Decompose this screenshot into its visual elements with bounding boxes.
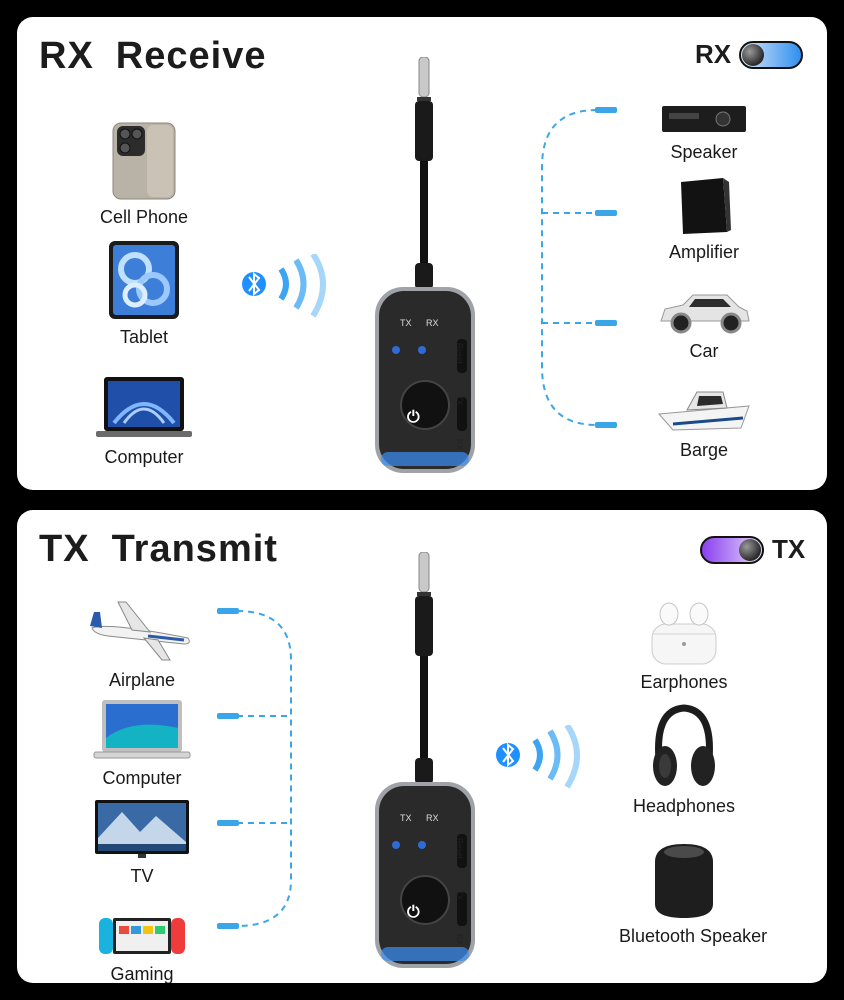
play-pause-button[interactable]: ⏻: [407, 409, 420, 426]
tx-toggle-label: TX: [772, 534, 806, 564]
bluetooth-adapter: [367, 57, 487, 477]
tablet-icon: [79, 237, 209, 321]
rx-cable-diagram: [541, 107, 617, 428]
bluetooth-signal: [495, 725, 595, 795]
tx-toggle-switch[interactable]: [700, 535, 764, 564]
source-label: TV: [130, 866, 154, 886]
tx-cable-diagram: [217, 608, 292, 929]
output-label: Barge: [679, 440, 729, 460]
airplane-icon: [77, 580, 207, 664]
play-pause-button[interactable]: ⏻: [407, 904, 420, 921]
laptop-icon: [79, 357, 209, 441]
rx-toggle-label: RX: [695, 39, 732, 69]
output-headphones: Headphones: [619, 704, 749, 817]
source-label: Cell Phone: [99, 207, 189, 227]
source-gaming: Gaming: [77, 874, 207, 983]
toggle-knob: [739, 538, 761, 561]
output-label: Headphones: [632, 796, 736, 816]
laptop-icon: [77, 678, 207, 762]
rx-title-code: RX: [39, 35, 94, 77]
source-label: Tablet: [119, 327, 169, 347]
output-label: Earphones: [640, 672, 728, 692]
game-console-icon: [77, 874, 207, 958]
amplifier-icon: [639, 152, 769, 236]
source-airplane: Airplane: [77, 580, 207, 691]
tx-transmit-panel: TX Transmit TX Airplane: [17, 510, 827, 983]
tv-icon: [77, 776, 207, 860]
receiver-icon: [639, 52, 769, 136]
output-label: Bluetooth Speaker: [619, 926, 768, 946]
source-tv: TV: [77, 776, 207, 887]
led-tx-label: TX: [400, 318, 412, 328]
tx-title-word: Transmit: [111, 528, 278, 570]
smart-speaker-icon: [619, 836, 749, 920]
source-computer: Computer: [77, 678, 207, 789]
tx-title-code: TX: [39, 528, 90, 570]
rx-toggle-switch[interactable]: [739, 40, 804, 69]
output-label: Speaker: [670, 142, 738, 162]
source-tablet: Tablet: [79, 237, 209, 348]
bluetooth-signal: [241, 254, 341, 324]
source-label: Computer: [104, 447, 184, 467]
rx-title: RX Receive: [39, 35, 266, 78]
side-tx-label: TX: [455, 890, 464, 901]
phone-icon: [79, 117, 209, 201]
output-bluetooth-speaker: Bluetooth Speaker: [619, 836, 768, 947]
led-rx-label: RX: [426, 318, 439, 328]
output-speaker: Speaker: [639, 52, 769, 163]
rx-receive-panel: RX Receive RX Cell Phone: [17, 17, 827, 490]
led-tx-label: TX: [400, 813, 412, 823]
side-rx-label: RX: [455, 934, 464, 946]
source-computer: Computer: [79, 357, 209, 468]
earbuds-icon: [619, 582, 749, 666]
output-barge: Barge: [639, 350, 769, 461]
car-icon: [639, 251, 769, 335]
output-car: Car: [639, 251, 769, 362]
toggle-knob: [742, 43, 765, 66]
rx-mode-toggle[interactable]: RX: [695, 39, 804, 70]
source-cell-phone: Cell Phone: [79, 117, 209, 228]
tx-mode-toggle[interactable]: TX: [700, 534, 805, 565]
output-label: Car: [689, 341, 719, 361]
bluetooth-adapter: [367, 552, 487, 972]
led-rx-label: RX: [426, 813, 439, 823]
output-label: Amplifier: [668, 242, 739, 262]
source-label: Airplane: [108, 670, 176, 690]
headphones-icon: [619, 704, 749, 790]
side-reset-label: Reset: [455, 838, 464, 859]
source-label: Gaming: [110, 964, 174, 983]
tx-title: TX Transmit: [39, 528, 278, 571]
rx-title-word: Receive: [115, 35, 267, 77]
output-earphones: Earphones: [619, 582, 749, 693]
source-label: Computer: [102, 768, 182, 788]
boat-icon: [639, 350, 769, 434]
output-amplifier: Amplifier: [639, 152, 769, 263]
